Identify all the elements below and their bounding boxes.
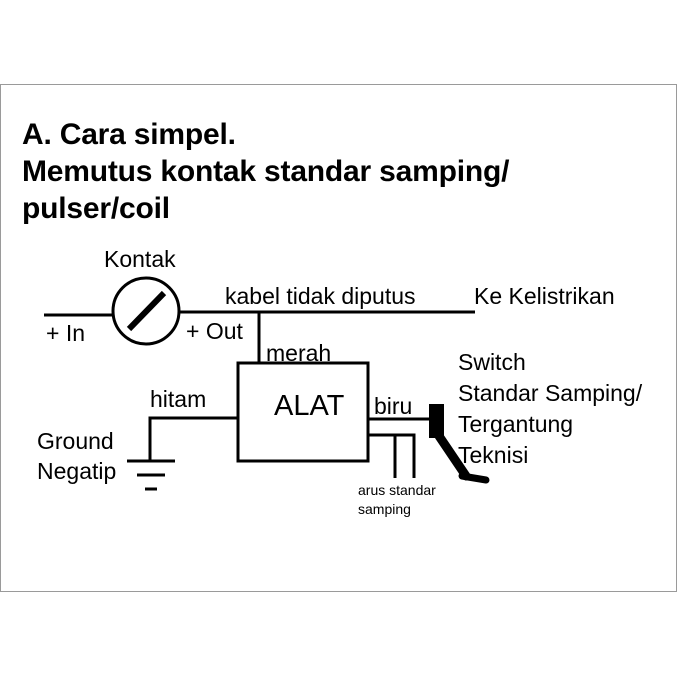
diagram-title: A. Cara simpel. Memutus kontak standar s…	[22, 116, 509, 227]
switch-label-line-2: Standar Samping/	[458, 380, 643, 406]
arus-wire-1	[368, 433, 397, 478]
ground-label: Ground Negatip	[37, 426, 116, 486]
kontak-switch-blade	[126, 290, 167, 332]
side-stand-switch-foot	[458, 472, 490, 484]
biru-label: biru	[374, 393, 413, 419]
alat-label: ALAT	[274, 390, 345, 422]
arus-label-line-1: arus standar	[358, 482, 436, 498]
side-stand-switch-body	[429, 404, 444, 438]
ground-label-line-1: Ground	[37, 428, 114, 454]
plus-in-label: + In	[46, 320, 86, 346]
plus-out-label: + Out	[186, 318, 243, 344]
ground-label-line-2: Negatip	[37, 458, 117, 484]
kabel-tidak-diputus-label: kabel tidak diputus	[225, 283, 416, 309]
kontak-label: Kontak	[104, 246, 176, 272]
merah-label: merah	[266, 340, 332, 366]
title-line-3: pulser/coil	[22, 192, 170, 225]
switch-label-line-1: Switch	[458, 349, 526, 375]
arus-standar-label: arus standar samping	[358, 481, 436, 519]
switch-label: Switch Standar Samping/ Tergantung Tekni…	[458, 347, 642, 471]
arus-label-line-2: samping	[358, 501, 411, 517]
hitam-wire	[148, 416, 238, 461]
alat-box	[236, 361, 370, 463]
ke-kelistrikan-label: Ke Kelistrikan	[474, 283, 615, 309]
hitam-label: hitam	[150, 386, 207, 412]
title-line-1: A. Cara simpel.	[22, 118, 236, 151]
diagram-frame	[0, 84, 677, 592]
arus-wire-2	[395, 433, 416, 478]
title-line-2: Memutus kontak standar samping/	[22, 155, 510, 188]
switch-label-line-3: Tergantung	[458, 411, 574, 437]
side-stand-switch-arm	[434, 431, 471, 481]
switch-label-line-4: Teknisi	[458, 442, 529, 468]
